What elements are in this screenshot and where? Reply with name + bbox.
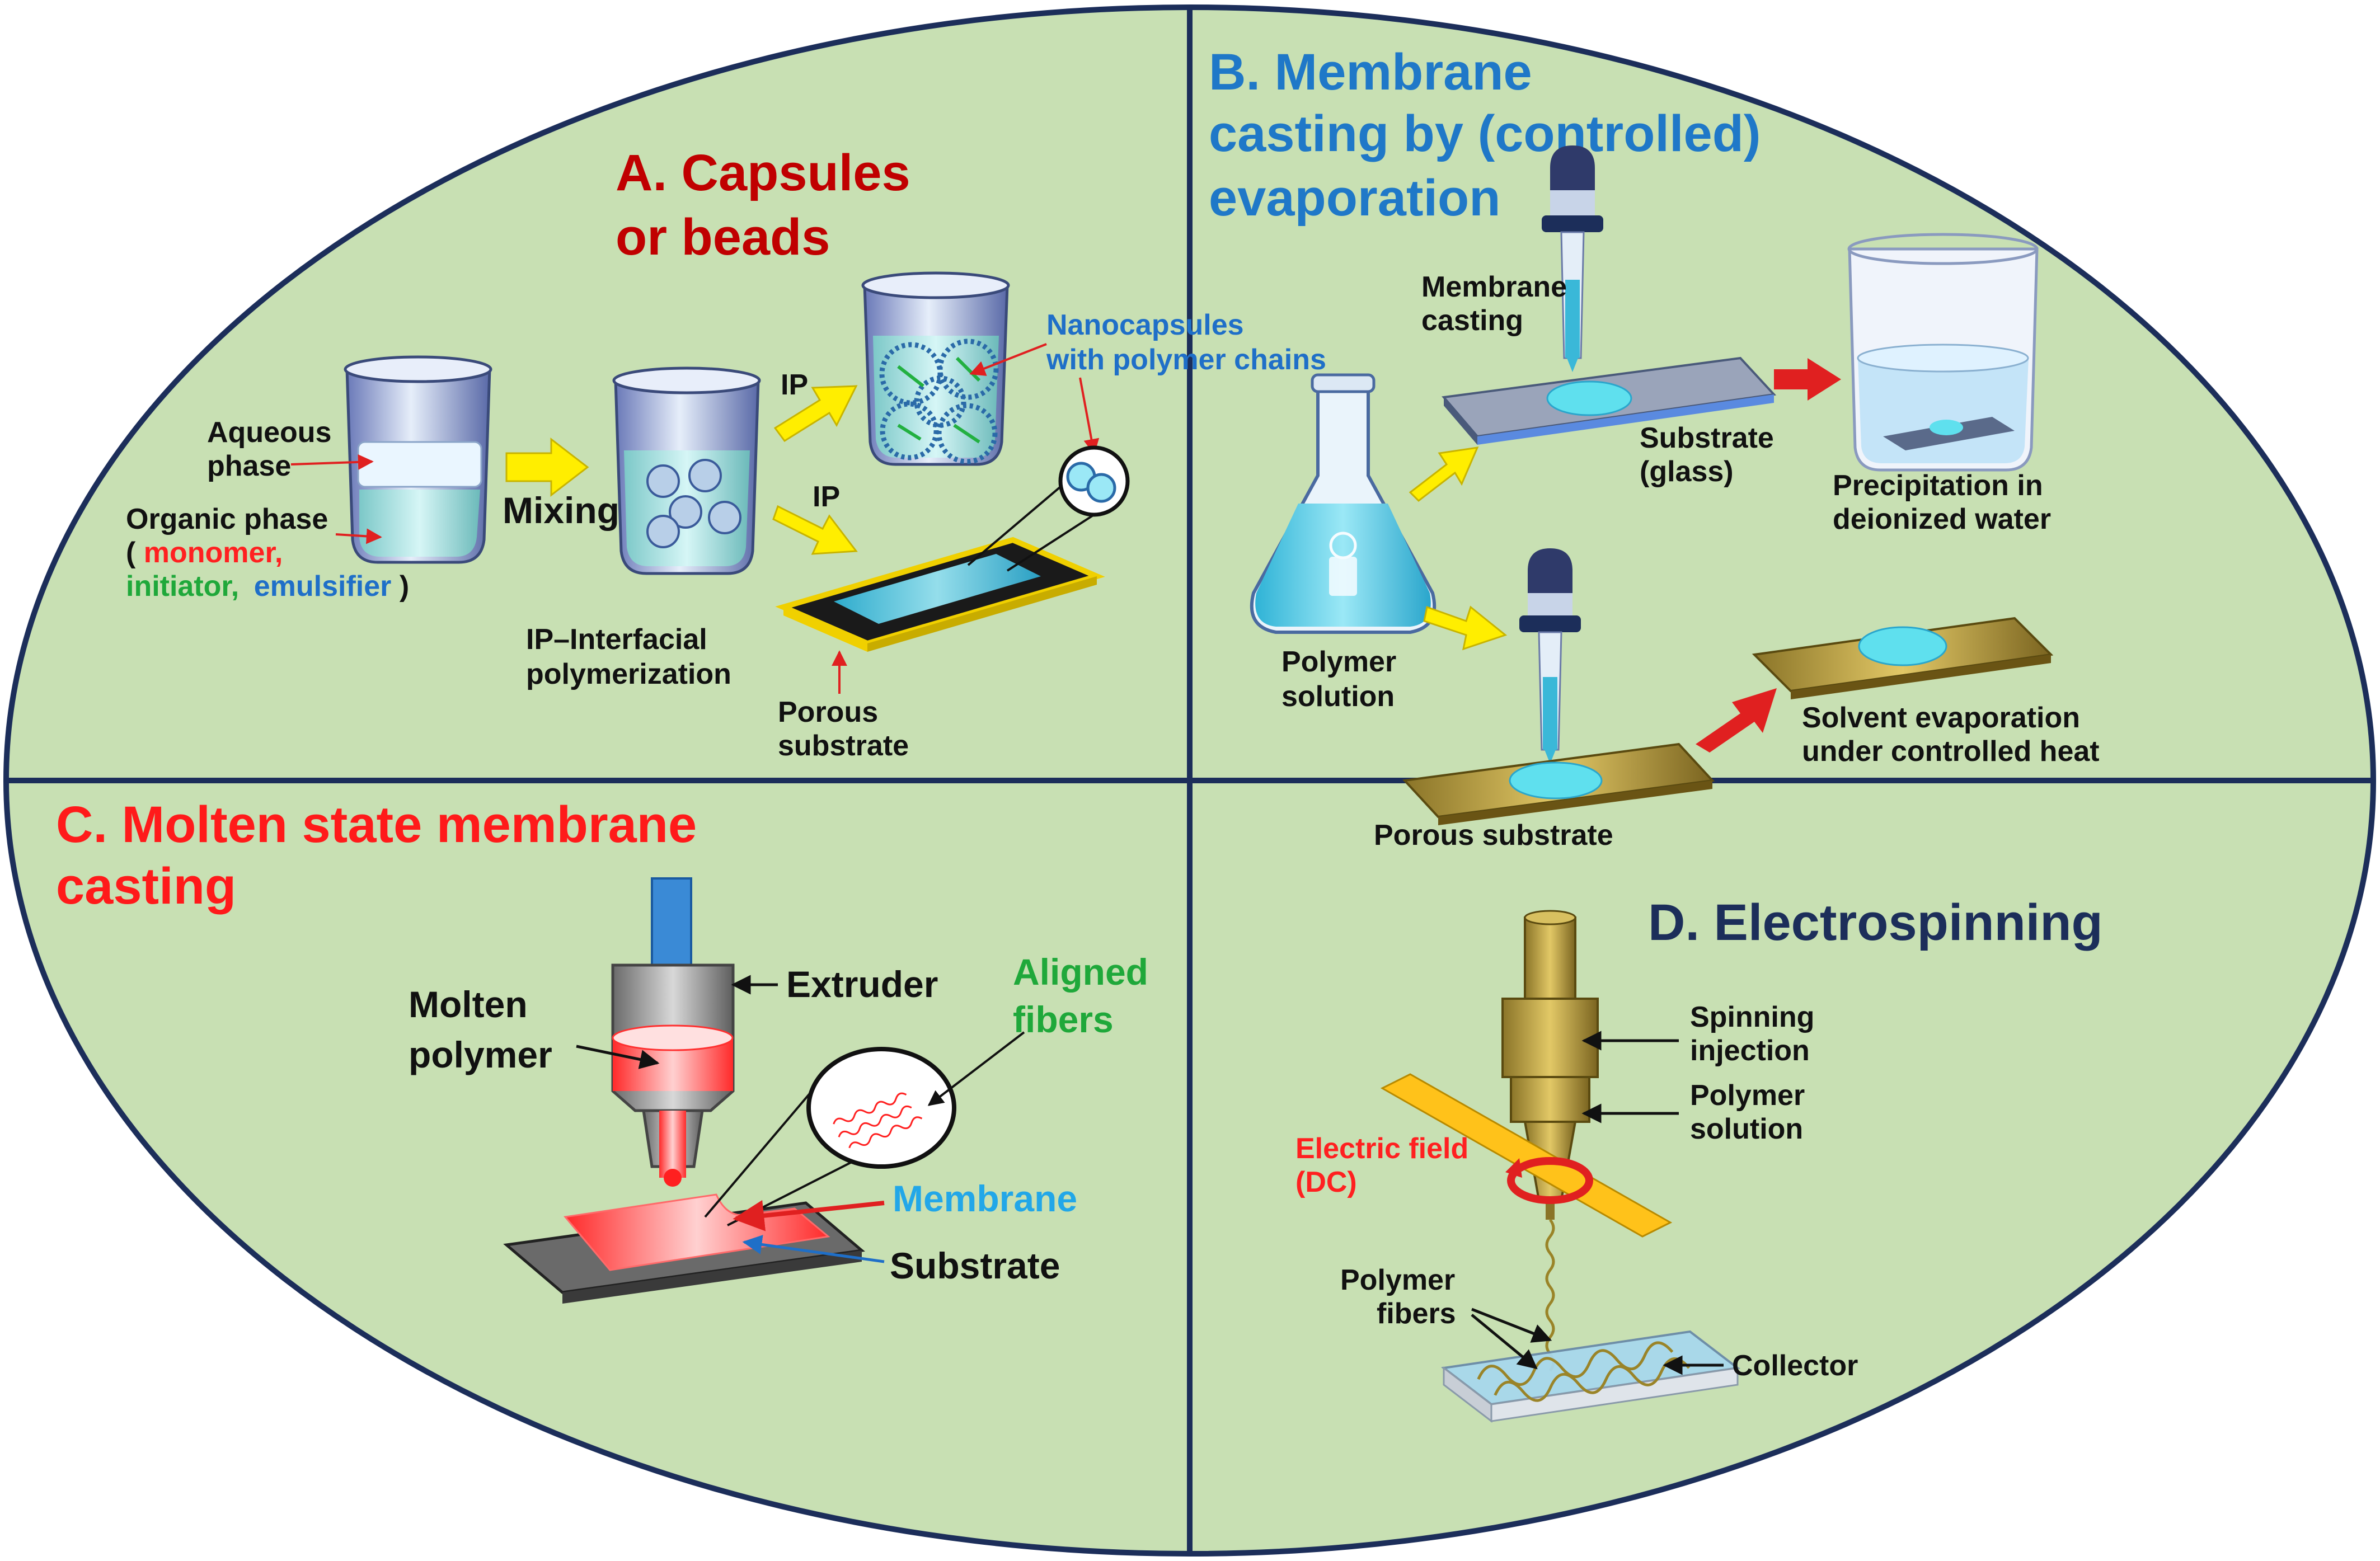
section-c-title: C. Molten state membrane [56,796,697,853]
yellow-arrow-down [1423,605,1508,651]
precipitation-label: Precipitation in [1833,469,2043,502]
polymer-solution-label-line2: solution [1281,680,1395,713]
porous-substrate-b-label: Porous substrate [1374,819,1613,852]
red-arrow-to-precipitation [1774,358,1841,401]
nanocapsules-pointer-2 [1079,377,1100,455]
membrane-casting-label: Membrane [1421,271,1567,303]
section-b-title: B. Membrane [1209,44,1532,101]
aqueous-phase-label-line2: phase [207,450,291,482]
collector [1441,1330,1740,1423]
dropper-top [1542,145,1603,372]
polymer-solution-label: Polymer [1281,646,1396,678]
nanocapsules-label: Nanocapsules [1046,309,1244,341]
spinning-injection-label: Spinning [1690,1001,1814,1033]
ip-arrow-top [773,385,858,443]
electric-field-label: Electric field [1295,1132,1468,1165]
polymer-fibers-pointer-1 [1471,1308,1552,1343]
red-arrow-to-evaporation [1696,688,1777,753]
ip-label-top: IP [781,369,808,401]
mixing-arrow [505,437,589,497]
glass-substrate-label: Substrate [1640,422,1774,454]
porous-substrate-bottom [1402,742,1715,825]
polymer-solution-d-label: Polymer [1690,1079,1805,1112]
polymer-fibers-pointer-2 [1471,1314,1538,1370]
nanocapsules-label-line2: with polymer chains [1046,344,1326,376]
section-b-title-line3: evaporation [1209,170,1500,227]
substrate-pointer [742,1235,885,1263]
organic-monomer: monomer, [144,537,283,569]
molten-polymer-pointer [576,1045,660,1069]
organic-open-paren: ( [126,537,136,569]
molten-polymer-label: Molten [409,984,528,1025]
ip-label-bottom: IP [813,481,840,513]
aligned-fibers-zoom [704,1047,956,1226]
membrane-label: Membrane [893,1178,1077,1219]
erlenmeyer-flask [1250,373,1437,634]
electric-field-label-line2: (DC) [1295,1166,1357,1198]
solvent-evaporation-label: Solvent evaporation [1802,702,2080,734]
precipitation-label-line2: deionized water [1833,503,2051,535]
polymer-fibers-label-line2: fibers [1377,1297,1456,1330]
glass-substrate-label-line2: (glass) [1640,455,1734,488]
aligned-fibers-label-line2: fibers [1013,999,1114,1040]
organic-phase-pointer [335,528,382,544]
molten-polymer-label-line2: polymer [409,1034,552,1075]
aqueous-phase-label: Aqueous [207,416,331,449]
beaker-mixed-emulsion [612,366,761,575]
ip-arrow-bottom [772,505,858,555]
spinning-injection-label-line2: injection [1690,1035,1810,1067]
nanocapsules-pointer [969,343,1047,376]
aqueous-phase-pointer [290,454,374,470]
ip-interfacial-label: IP–Interfacial [526,623,707,656]
section-b: B. Membrane casting by (controlled) evap… [1209,44,2100,852]
beaker-deionized-water [1847,233,2039,472]
heated-substrate [1752,617,2054,699]
section-d-title: D. Electrospinning [1648,894,2103,951]
organic-emulsifier: emulsifier [254,570,392,603]
extruder-label: Extruder [786,963,938,1005]
section-a: A. Capsules or beads Aqueous phase Organ… [126,144,1326,762]
spinneret [1501,910,1599,1220]
organic-close-paren: ) [400,570,409,603]
organic-phase-components: ( monomer, [126,537,283,569]
section-d: D. Electrospinning Electric field (DC) S… [1295,894,2103,1423]
organic-phase-components-line2: initiator, emulsifier ) [126,570,409,603]
membrane-casting-label-line2: casting [1421,304,1523,337]
section-c: C. Molten state membrane casting Extrude… [56,796,1148,1304]
polymer-solution-d-label-line2: solution [1690,1113,1803,1145]
yellow-plate [1380,1073,1673,1238]
organic-initiator: initiator, [126,570,239,603]
membrane-pointer [733,1200,885,1231]
electric-field-ring [1507,1157,1593,1204]
electric-field-arrowhead [1505,1158,1522,1178]
ip-interfacial-label-line2: polymerization [526,658,731,690]
aligned-fibers-label: Aligned [1013,951,1148,993]
aligned-fibers-pointer [927,1031,1025,1106]
organic-phase-label: Organic phase [126,503,328,535]
polymer-fibers-label: Polymer [1340,1264,1455,1296]
porous-substrate-label: Porous [778,696,878,728]
porous-substrate-label-line2: substrate [778,730,909,762]
substrate-label: Substrate [890,1245,1060,1286]
mixing-label: Mixing [503,490,619,531]
beaker-nanocapsules [861,271,1010,466]
beaker-two-phase [344,355,492,564]
section-b-title-line2: casting by (controlled) [1209,105,1761,162]
collector-label: Collector [1732,1350,1858,1382]
porous-substrate-film [775,445,1130,652]
section-a-title: A. Capsules [616,144,910,201]
yellow-arrow-up [1409,446,1479,502]
extruder [611,877,735,1187]
section-a-title-line2: or beads [616,209,830,266]
solvent-evaporation-label-line2: under controlled heat [1802,735,2100,768]
dropper-bottom [1519,548,1581,764]
glass-substrate [1442,356,1777,445]
fiber-jet [1545,1219,1555,1372]
section-c-title-line2: casting [56,858,236,915]
